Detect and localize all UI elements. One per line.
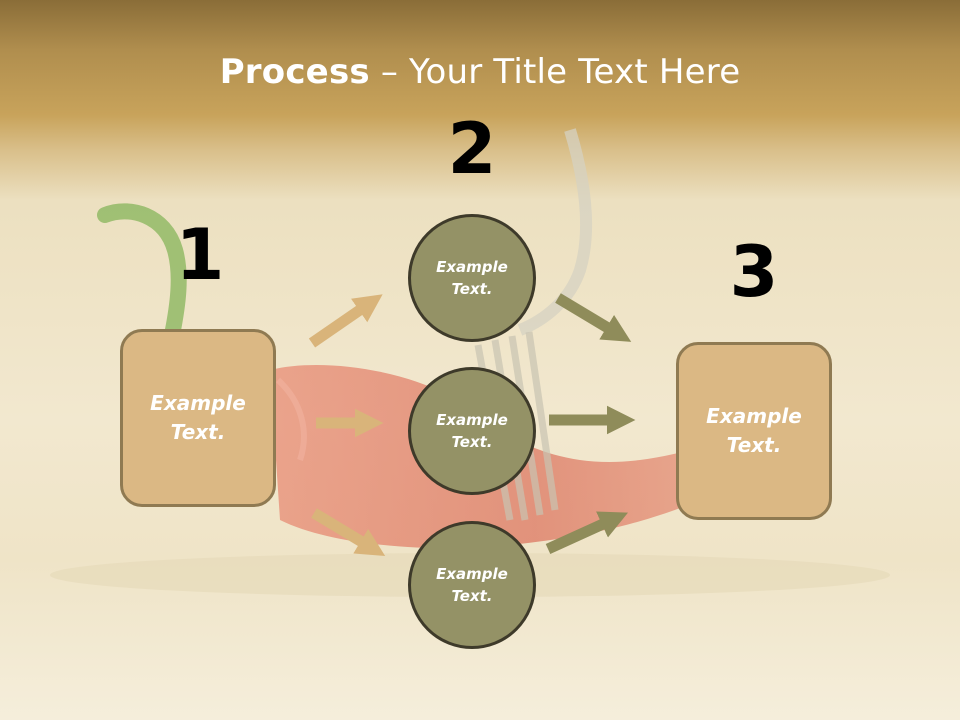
right-box-text: Example Text.	[706, 404, 802, 457]
circle-top-text: Example Text.	[436, 257, 508, 299]
circle-middle-text: Example Text.	[436, 410, 508, 452]
right-process-box: Example Text.	[676, 342, 832, 520]
left-process-box: Example Text.	[120, 329, 276, 507]
arrow-from-circle-top	[555, 293, 632, 342]
circle-bottom-text: Example Text.	[436, 564, 508, 606]
step-number-3: 3	[729, 231, 779, 313]
slide-title: Process – Your Title Text Here	[0, 52, 960, 92]
step-number-1: 1	[175, 214, 225, 296]
circle-middle: Example Text.	[408, 367, 536, 495]
arrow-to-circle-bottom	[311, 508, 386, 556]
title-rest: – Your Title Text Here	[369, 52, 741, 92]
title-bold: Process	[219, 52, 370, 92]
arrow-from-circle-bottom	[545, 511, 629, 555]
left-box-text: Example Text.	[150, 391, 246, 444]
circle-bottom: Example Text.	[408, 521, 536, 649]
step-number-2: 2	[447, 108, 497, 190]
circle-top: Example Text.	[408, 214, 536, 342]
arrow-to-circle-top	[308, 294, 383, 348]
